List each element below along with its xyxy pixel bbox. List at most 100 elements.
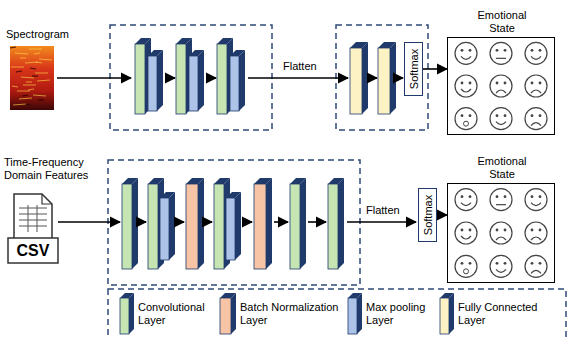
slab-side xyxy=(449,293,454,334)
slab-side xyxy=(198,50,204,111)
slab-side xyxy=(338,178,344,269)
arrow xyxy=(165,77,175,79)
face-sad xyxy=(490,222,512,244)
slab-side xyxy=(357,293,362,334)
slab-face xyxy=(148,184,158,269)
slab-side xyxy=(239,50,245,111)
max-pooling-layer xyxy=(226,192,241,260)
dashed-group-box xyxy=(336,25,428,130)
input-label: Spectrogram xyxy=(6,28,72,41)
convolutional-layer xyxy=(290,178,306,269)
arrow xyxy=(206,77,216,79)
face-happy xyxy=(455,189,477,211)
face-sad xyxy=(525,255,547,277)
slab-side xyxy=(129,293,134,334)
arrow xyxy=(347,221,416,223)
slab-face xyxy=(186,184,198,269)
fully-connected-layer xyxy=(378,42,396,114)
slab-side xyxy=(198,178,204,269)
arrow xyxy=(177,221,184,223)
batch-normalization-layer xyxy=(186,178,204,269)
face-happy xyxy=(490,108,512,130)
legend-swatch xyxy=(348,298,357,334)
legend-text: Convolutional Layer xyxy=(138,301,214,327)
face-sad xyxy=(525,75,547,97)
max-pooling-layer xyxy=(160,192,175,260)
slab-face xyxy=(214,184,224,269)
softmax-label: Softmax xyxy=(407,49,420,89)
legend-text: Batch Normalization Layer xyxy=(240,301,342,327)
slab-face xyxy=(135,44,145,114)
softmax-label: Softmax xyxy=(421,195,434,235)
slab-face xyxy=(217,44,227,114)
slab-face xyxy=(254,184,266,269)
legend-swatch-icon xyxy=(218,292,242,336)
slab-side xyxy=(157,50,163,111)
csv-input: Time-Frequency Domain FeaturesCSV xyxy=(4,156,104,268)
convolutional-layer xyxy=(328,178,344,269)
slab-face xyxy=(290,184,300,269)
slab-side xyxy=(390,42,396,114)
emotional-state-grid: Emotional State xyxy=(447,183,555,283)
face-happy xyxy=(455,75,477,97)
file-type-label: CSV xyxy=(8,239,58,263)
arrow xyxy=(308,221,326,223)
convolutional-layer xyxy=(122,178,138,269)
arrow xyxy=(397,77,403,79)
arrow xyxy=(58,221,120,223)
arrow xyxy=(140,221,146,223)
slab-face xyxy=(226,198,235,260)
emotional-state-grid: Emotional State xyxy=(447,37,555,135)
face-happy xyxy=(525,42,547,64)
slab-face xyxy=(189,56,198,111)
spectrogram-image xyxy=(10,46,54,110)
heading: Emotional State xyxy=(471,9,533,35)
face-happy xyxy=(455,222,477,244)
emoji-faces xyxy=(448,38,553,133)
legend-swatch xyxy=(220,298,231,334)
face-happy xyxy=(525,189,547,211)
slab-face xyxy=(378,48,390,114)
slab-face xyxy=(176,44,186,114)
arrow xyxy=(369,77,377,79)
slab-face xyxy=(148,56,157,111)
legend-swatch xyxy=(440,293,454,334)
dashed-group-box xyxy=(108,289,566,337)
batch-normalization-layer xyxy=(254,178,272,269)
legend-text: Max pooling Layer xyxy=(366,301,432,327)
slab-side xyxy=(362,42,368,114)
slab-face xyxy=(328,184,338,269)
slab-side xyxy=(231,293,236,334)
slab-side xyxy=(169,192,175,260)
heading: Emotional State xyxy=(471,155,533,181)
slab-face xyxy=(160,198,169,260)
max-pooling-layer xyxy=(230,50,245,111)
slab-face xyxy=(230,56,239,111)
face-neutral xyxy=(490,42,512,64)
arrow xyxy=(274,221,288,223)
connector-arrow xyxy=(423,68,447,70)
dashed-group-box xyxy=(110,25,272,130)
legend-swatch xyxy=(120,298,129,334)
fully-connected-layer xyxy=(350,42,368,114)
arrow xyxy=(248,77,348,79)
max-pooling-layer xyxy=(189,50,204,111)
slab-face xyxy=(122,184,132,269)
emoji-faces xyxy=(448,184,553,281)
slab-side xyxy=(266,178,272,269)
face-happy xyxy=(490,255,512,277)
max-pooling-layer xyxy=(148,50,163,111)
slab-side xyxy=(132,178,138,269)
legend-swatch xyxy=(348,293,362,334)
flatten-label: Flatten xyxy=(366,204,400,217)
connector-arrow xyxy=(437,214,447,216)
face-surprised xyxy=(455,255,477,277)
spectrogram-input: Spectrogram xyxy=(6,28,72,114)
face-neutral xyxy=(490,189,512,211)
face-happy xyxy=(455,42,477,64)
arrow xyxy=(206,221,212,223)
face-sad xyxy=(525,108,547,130)
input-label: Time-Frequency Domain Features xyxy=(4,156,104,182)
flatten-label: Flatten xyxy=(283,60,317,73)
